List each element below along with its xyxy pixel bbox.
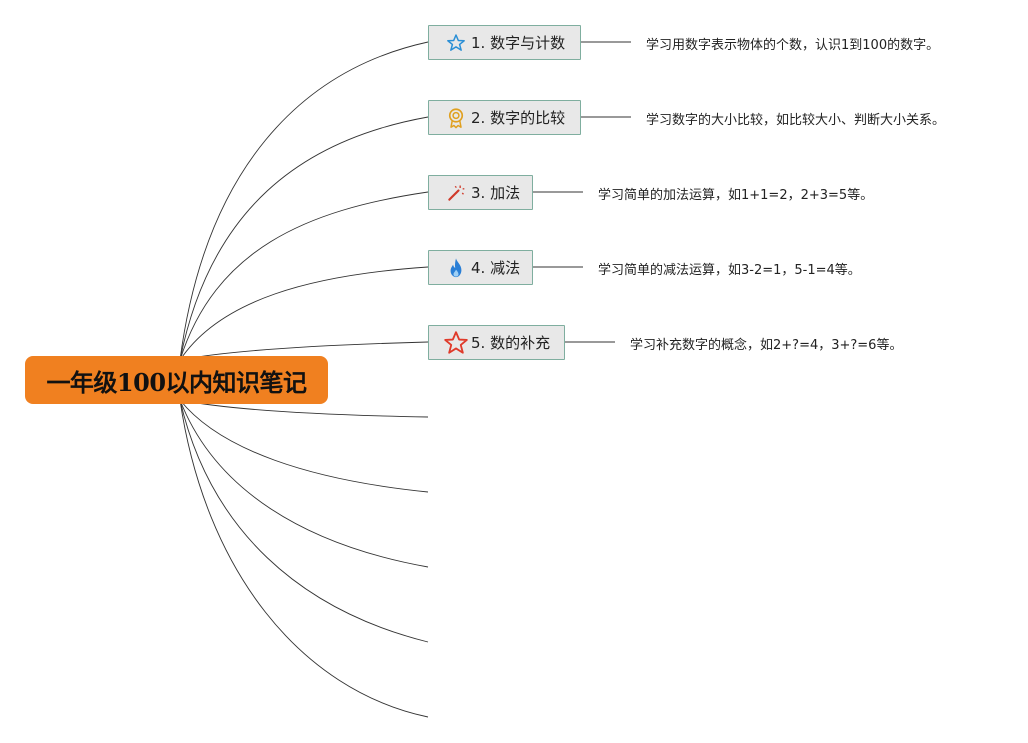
flame-icon [445,257,467,279]
connector-branch-1 [179,41,429,361]
connector-branch-4 [179,266,429,361]
branch-node-3[interactable]: 3. 加法 [428,175,533,210]
connector-empty-5 [179,399,429,718]
connector-branch-2 [179,116,429,361]
root-topic[interactable]: 一年级100以内知识笔记 [25,356,328,404]
root-title: 一年级100以内知识笔记 [46,367,307,397]
branch-node-4[interactable]: 4. 减法 [428,250,533,285]
branch-desc-3: 学习简单的加法运算，如1+1=2，2+3=5等。 [598,188,874,203]
branch-label-3: 3. 加法 [471,184,521,202]
connector-empty-4 [179,399,429,643]
branch-desc-2: 学习数字的大小比较，如比较大小、判断大小关系。 [646,113,946,128]
branch-node-1[interactable]: 1. 数字与计数 [428,25,581,60]
branch-label-1: 1. 数字与计数 [471,34,566,52]
branch-desc-5: 学习补充数字的概念，如2+?=4，3+?=6等。 [630,338,903,353]
red-star-outline-icon [443,330,469,356]
branch-label-4: 4. 减法 [471,259,521,277]
branch-desc-1: 学习用数字表示物体的个数，认识1到100的数字。 [646,38,940,53]
branch-desc-4: 学习简单的减法运算，如3-2=1，5-1=4等。 [598,263,861,278]
connector-empty-3 [179,399,429,568]
connector-branch-3 [179,191,429,361]
branch-node-2[interactable]: 2. 数字的比较 [428,100,581,135]
branch-label-2: 2. 数字的比较 [471,109,566,127]
magic-wand-icon [445,182,467,204]
star-outline-icon [445,32,467,54]
connector-empty-2 [179,399,429,493]
branch-node-5[interactable]: 5. 数的补充 [428,325,565,360]
award-badge-icon [445,107,467,129]
branch-label-5: 5. 数的补充 [471,334,551,352]
